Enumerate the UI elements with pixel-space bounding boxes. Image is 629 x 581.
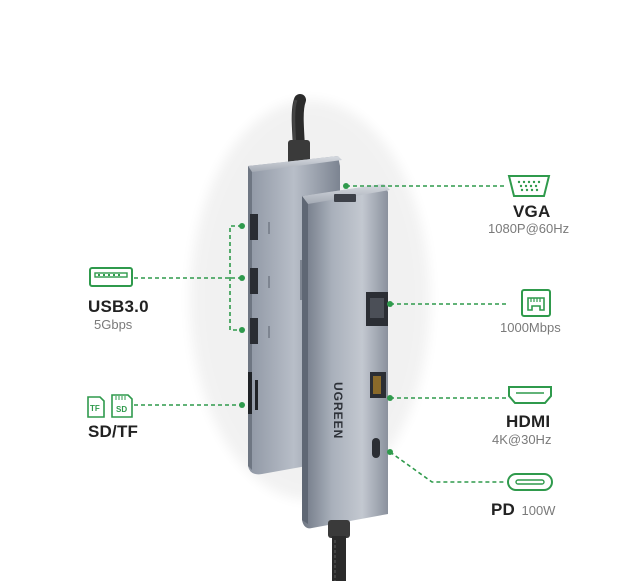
top-cable — [288, 94, 310, 168]
sd-tf-title: SD/TF — [88, 422, 139, 441]
sd-card-label: SD — [116, 405, 128, 414]
leader-dots — [239, 183, 393, 455]
usb-title: USB3.0 — [88, 297, 149, 316]
pd-spec: 100W — [521, 503, 556, 518]
usb-c-port-icon — [507, 473, 553, 491]
hdmi-port-icon — [508, 386, 552, 404]
hdmi-title: HDMI — [506, 412, 551, 431]
pd-title: PD — [491, 500, 516, 519]
brand-logo: UGREEN — [331, 382, 345, 439]
leader-pd — [389, 451, 506, 483]
ethernet-port-icon — [521, 289, 551, 317]
leader-usb-bracket — [229, 225, 242, 331]
hdmi-spec: 4K@30Hz — [492, 432, 552, 447]
tf-card-label: TF — [90, 404, 100, 413]
pd-label: PD 100W — [491, 500, 555, 520]
bottom-cable — [328, 520, 350, 581]
hub-front-body — [302, 184, 390, 529]
usb-a-port-icon — [89, 267, 133, 287]
leader-lines — [134, 185, 506, 483]
vga-spec: 1080P@60Hz — [488, 221, 570, 236]
sd-tf-card-icon: TF SD — [86, 393, 136, 419]
vga-port-icon — [507, 175, 551, 197]
ethernet-spec: 1000Mbps — [500, 320, 561, 335]
usb-spec: 5Gbps — [94, 317, 133, 332]
vga-title: VGA — [513, 202, 551, 221]
